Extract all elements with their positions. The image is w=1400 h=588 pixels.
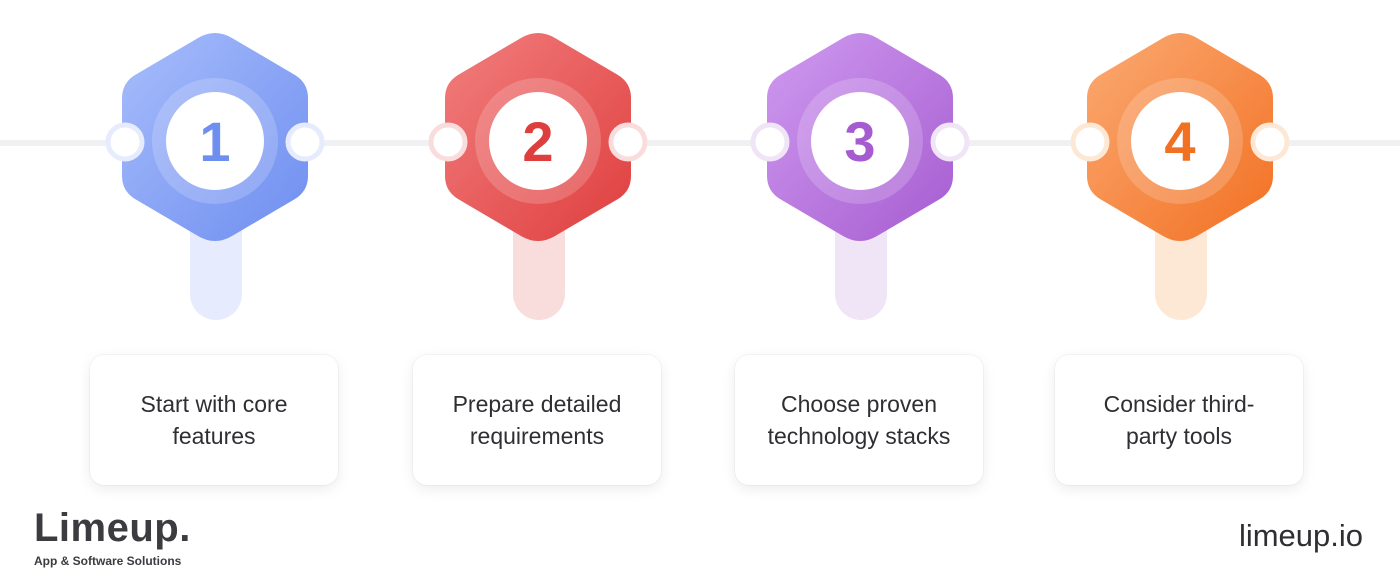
step-number: 1 <box>166 92 264 190</box>
step-1: 1 Start with core features <box>90 0 340 500</box>
step-card: Prepare detailed requirements <box>413 355 661 485</box>
step-2: 2 Prepare detailed requirements <box>413 0 663 500</box>
step-card: Choose proven technology stacks <box>735 355 983 485</box>
step-4: 4 Consider third-party tools <box>1055 0 1305 500</box>
step-number: 2 <box>489 92 587 190</box>
logo-wordmark: Limeup. <box>34 506 191 550</box>
brand-logo: Limeup. App & Software Solutions <box>34 506 191 568</box>
timeline-connector-line <box>0 140 1400 146</box>
step-card: Consider third-party tools <box>1055 355 1303 485</box>
logo-tagline: App & Software Solutions <box>34 554 182 568</box>
step-card: Start with core features <box>90 355 338 485</box>
step-number: 4 <box>1131 92 1229 190</box>
step-label: Consider third-party tools <box>1103 391 1255 449</box>
website-url: limeup.io <box>1238 518 1363 553</box>
step-label: Prepare detailed requirements <box>452 391 622 449</box>
step-label: Start with core features <box>140 391 288 449</box>
step-3: 3 Choose proven technology stacks <box>735 0 985 500</box>
step-label: Choose proven technology stacks <box>767 391 951 449</box>
step-number: 3 <box>811 92 909 190</box>
